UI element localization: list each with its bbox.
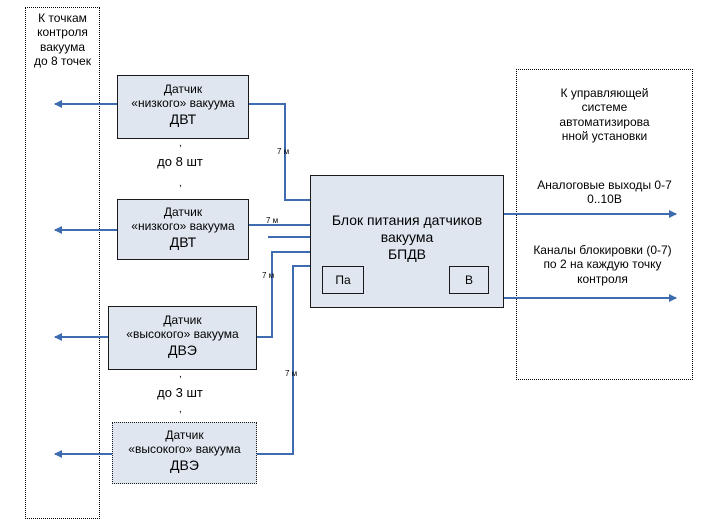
sensor-2-line-3: ДВТ [169,233,197,250]
control-system-label: К управляющей системе автоматизирова нно… [518,86,691,144]
count-low-tick-top: , [179,138,182,149]
power-unit-port-pa: Па [322,266,364,294]
power-unit-port-v: В [449,266,489,294]
count-low-label: до 8 шт [157,154,203,169]
analog-outputs-line-2: 0..10В [587,192,622,207]
sensor-3-line-2: «высокого» вакуума [126,327,239,342]
power-unit-line-3: БПДВ [387,245,427,262]
sensor-3-line-3: ДВЭ [168,341,197,358]
lock-channels-line-1: Каналы блокировки (0-7) [533,243,672,257]
sensor-1-line-2: «низкого» вакуума [131,96,235,111]
vacuum-points-panel [25,7,100,519]
control-system-line-2: системе [581,100,628,115]
sensor-low-vacuum-2: Датчик «низкого» вакуума ДВТ [117,199,249,260]
vacuum-points-label: К точкам контроля вакуума до 8 точек [27,11,98,69]
cable-length-label-4: 7 м [285,369,298,378]
count-low-tick-bottom: , [179,178,182,189]
cable-length-label-2: 7 м [266,216,279,225]
lock-channels-line-3: контроля [577,271,628,286]
vacuum-points-line-2: контроля [37,25,88,40]
control-system-line-4: нной установки [561,129,648,144]
lock-channels-line-2: по 2 на каждую точку [543,257,662,272]
sensor-3-line-1: Датчик [163,313,202,327]
sensor-low-vacuum-1: Датчик «низкого» вакуума ДВТ [117,75,249,139]
analog-outputs-line-1: Аналоговые выходы 0-7 [537,178,672,192]
sensor-4-line-2: «высокого» вакуума [128,442,241,457]
sensor-4-line-1: Датчик [165,428,204,442]
sensor-4-line-3: ДВЭ [170,456,199,473]
control-system-line-1: К управляющей [560,86,649,100]
sensor-4-cable [256,265,310,455]
count-high-tick-top: , [179,369,182,380]
analog-outputs-label: Аналоговые выходы 0-7 0..10В [518,178,691,207]
vacuum-points-line-3: вакуума [39,39,86,54]
control-system-panel [516,69,693,380]
vacuum-points-line-4: до 8 точек [34,54,91,69]
cable-length-label-3: 7 м [262,271,275,280]
sensor-1-cable [248,103,310,201]
count-high-tick-bottom: , [179,404,182,415]
power-unit-line-1: Блок питания датчиков [331,212,483,228]
sensor-1-line-1: Датчик [163,82,203,96]
sensor-1-line-3: ДВТ [169,110,197,127]
sensor-2-line-2: «низкого» вакуума [131,219,235,234]
sensor-2-line-1: Датчик [163,205,203,219]
control-system-line-3: автоматизирова [559,114,650,129]
sensor-high-vacuum-1: Датчик «высокого» вакуума ДВЭ [108,306,257,370]
cable-length-label-1: 7 м [277,147,290,156]
vacuum-points-line-1: К точкам [38,11,87,25]
power-unit-line-2: вакуума [380,228,434,245]
lock-channels-label: Каналы блокировки (0-7) по 2 на каждую т… [514,243,691,286]
sensor-high-vacuum-2: Датчик «высокого» вакуума ДВЭ [112,422,257,484]
count-high-label: до 3 шт [157,385,203,400]
sensor-3-cable [256,251,310,338]
